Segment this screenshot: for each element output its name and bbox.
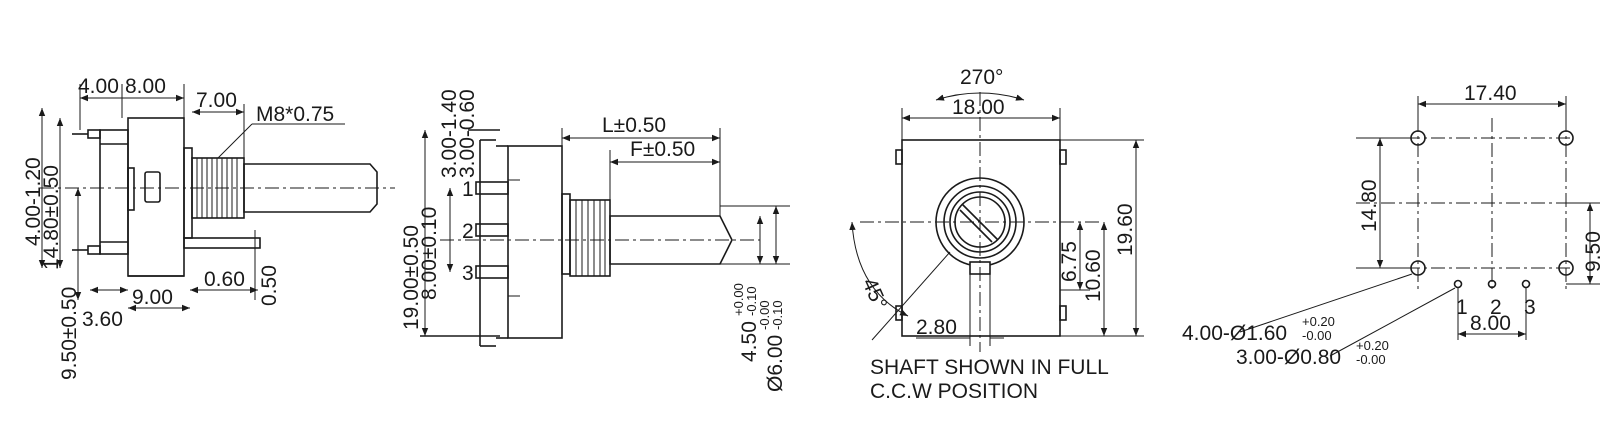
pcb-dim-14-80: 14.80 [1358, 179, 1381, 232]
front-body [901, 139, 1061, 337]
section-thread-lines [575, 200, 606, 276]
section-dim-4-50-tol-upper: +0.00 [731, 283, 746, 316]
section-dim-F: F±0.50 [630, 138, 695, 161]
section-dim-6-00: Ø6.00 [764, 335, 787, 392]
front-dim-45: 45° [857, 275, 891, 313]
side-body [127, 117, 185, 277]
pcb-pin-label-1: 1 [1456, 296, 1468, 319]
pcb-dim-9-50: 9.50 [1582, 231, 1605, 272]
pcb-dim-8-00: 8.00 [1470, 312, 1511, 335]
side-thread-label: M8*0.75 [256, 103, 334, 126]
section-pin-label-1: 1 [462, 178, 474, 201]
section-dim-8-00: 8.00±0.10 [418, 207, 441, 300]
pcb-pin-hole-2 [1487, 279, 1497, 289]
front-note-line-2: C.C.W POSITION [870, 380, 1038, 403]
pcb-hole-small-tol-upper: +0.20 [1356, 338, 1389, 353]
section-pin-2 [475, 223, 509, 237]
front-dim-18-00: 18.00 [952, 96, 1005, 119]
pcb-hole-small-label: 3.00-Ø0.80 [1236, 346, 1341, 369]
section-dim-6-00-tol-lower: -0.10 [770, 300, 785, 330]
section-pin-label-2: 2 [462, 220, 474, 243]
side-view: 4.00 8.00 7.00 M8*0.75 4.00-1.20 14.80±0… [22, 75, 395, 380]
section-pin-3 [475, 265, 509, 279]
pcb-pin-hole-3 [1521, 279, 1531, 289]
pcb-dim-17-40: 17.40 [1464, 82, 1517, 105]
section-dim-4-50: 4.50 [738, 321, 761, 362]
section-view: L±0.50 F±0.50 3.00-1.40 3.00-0.60 19.00±… [400, 89, 790, 392]
side-dim-9-50: 9.50±0.50 [58, 287, 81, 380]
pcb-hole-large-tol-lower: -0.00 [1302, 328, 1332, 343]
section-body [507, 145, 563, 339]
side-dim-0-60: 0.60 [204, 268, 245, 291]
pcb-pin-hole-1 [1453, 279, 1463, 289]
side-dim-3-60: 3.60 [82, 308, 123, 331]
section-dim-19-00: 19.00±0.50 [400, 225, 423, 330]
side-dim-8-00: 8.00 [125, 75, 166, 98]
section-pin-label-3: 3 [462, 262, 474, 285]
pcb-pin-label-3: 3 [1524, 296, 1536, 319]
pcb-hole-large-tol-upper: +0.20 [1302, 314, 1335, 329]
section-dim-4-50-tol-lower: -0.10 [744, 286, 759, 316]
side-dim-14-80: 14.80±0.50 [40, 165, 63, 270]
side-dim-9-00: 9.00 [132, 286, 173, 309]
section-dim-6-00-tol-upper: -0.00 [757, 300, 772, 330]
section-dim-3-00-1-40: 3.00-1.40 [438, 89, 461, 178]
side-window [144, 171, 161, 203]
pcb-hole-bottom-right [1558, 260, 1574, 276]
side-slot [127, 167, 135, 211]
pcb-layout-view: 17.40 14.80 9.50 8.00 1 2 3 4.00-Ø1.60 +… [1182, 82, 1605, 369]
side-flange [183, 147, 193, 239]
front-dim-2-80: 2.80 [916, 316, 957, 339]
pcb-hole-small-tol-lower: -0.00 [1356, 352, 1386, 367]
front-dim-19-60: 19.60 [1114, 203, 1137, 256]
section-pin-1 [475, 181, 509, 195]
section-dim-L: L±0.50 [602, 114, 666, 137]
side-dim-4-00-1-20: 4.00-1.20 [22, 157, 45, 246]
section-shaft [609, 215, 733, 265]
side-dim-0-50: 0.50 [258, 265, 281, 306]
section-dim-3-00-0-60: 3.00-0.60 [456, 89, 479, 178]
side-terminal-housing [99, 129, 129, 255]
pcb-hole-large-label: 4.00-Ø1.60 [1182, 322, 1287, 345]
front-dim-6-75: 6.75 [1058, 241, 1081, 282]
front-note-line-1: SHAFT SHOWN IN FULL [870, 356, 1109, 379]
pcb-pin-label-2: 2 [1490, 296, 1502, 319]
side-dim-4-00: 4.00 [78, 75, 119, 98]
front-view: 270° 18.00 19.60 10.60 6.75 45° 2.80 SHA… [849, 66, 1144, 403]
front-dim-270: 270° [960, 66, 1003, 89]
side-dim-7-00: 7.00 [196, 89, 237, 112]
front-dim-10-60: 10.60 [1082, 249, 1105, 302]
side-shaft [243, 163, 378, 213]
